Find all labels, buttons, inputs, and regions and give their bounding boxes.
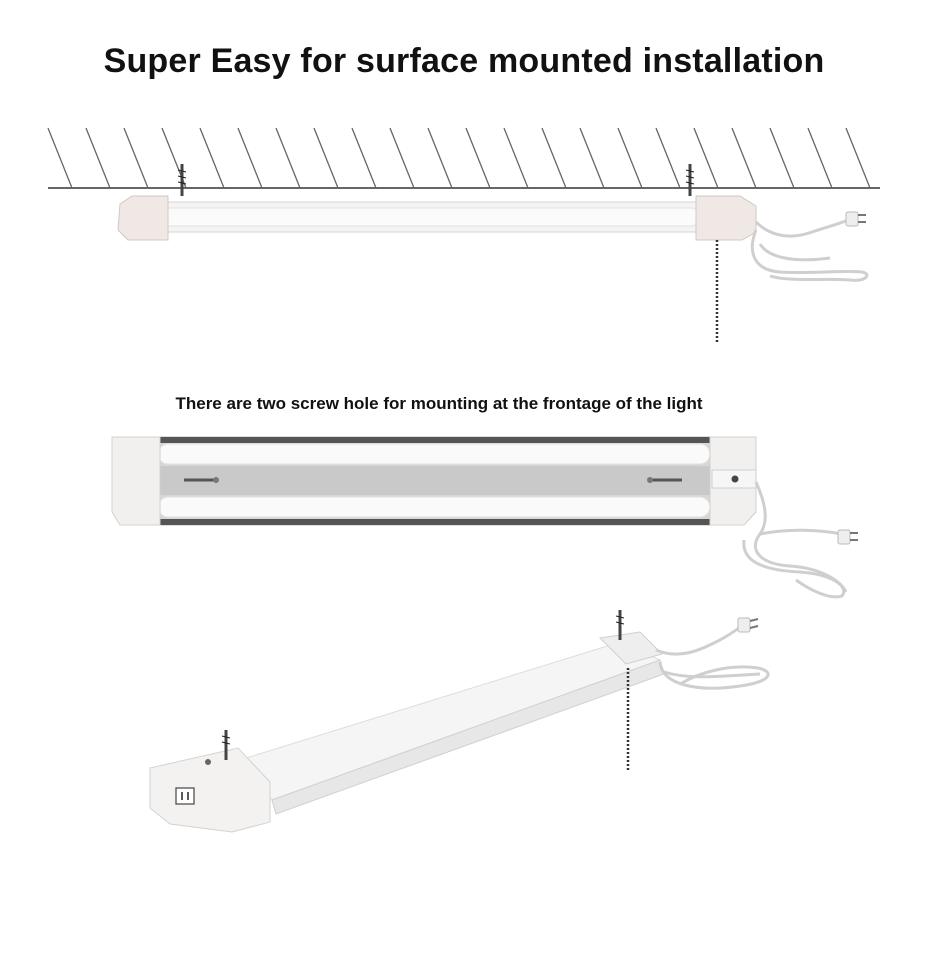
light-body	[111, 436, 757, 526]
plug-icon	[845, 211, 866, 227]
mounting-caption: There are two screw hole for mounting at…	[175, 394, 703, 413]
screw-icon	[615, 610, 625, 640]
plug-icon	[837, 529, 858, 545]
screw-icon	[177, 164, 187, 196]
screw-icon	[685, 164, 695, 196]
power-cord-icon	[750, 216, 869, 282]
screw-icon	[184, 477, 219, 483]
screw-icon	[647, 477, 682, 483]
power-cord-icon	[742, 481, 848, 599]
ceiling-hatch	[47, 127, 880, 189]
screw-icon	[221, 730, 231, 760]
page-title: Super Easy for surface mounted installat…	[103, 42, 825, 80]
power-cord-icon	[655, 620, 770, 690]
light-body	[117, 195, 757, 241]
light-body	[149, 631, 665, 833]
plug-icon	[737, 617, 759, 633]
